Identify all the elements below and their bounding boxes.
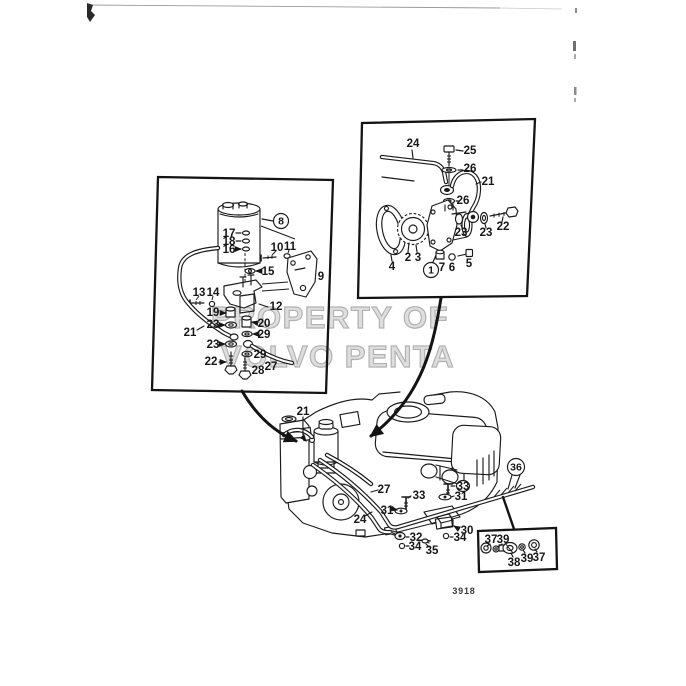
callout-33a: 33 <box>413 490 426 502</box>
callout-22: 22 <box>497 221 510 233</box>
callout-27: 27 <box>378 484 391 496</box>
callout-26a: 26 <box>464 163 477 175</box>
filter-box-border <box>150 175 335 395</box>
callout-circle-36 <box>506 457 526 477</box>
fittings-box-border <box>476 526 559 574</box>
callout-3: 3 <box>415 252 421 264</box>
callout-23a: 23 <box>207 319 220 331</box>
callout-23b: 23 <box>480 227 493 239</box>
callout-12: 12 <box>270 301 283 313</box>
ink-blot <box>87 3 95 22</box>
callout-19: 19 <box>207 307 220 319</box>
figure-number: 3918 <box>452 586 475 596</box>
pump-gear <box>396 212 430 246</box>
engine-callouts: 21 27 33 31 33 31 24 30 32 34 35 34 36 <box>297 406 526 557</box>
scan-artifacts <box>87 3 577 102</box>
callout-2: 2 <box>405 252 411 264</box>
inset-box-fittings: 37 39 38 39 37 <box>476 526 559 574</box>
callout-25: 25 <box>464 145 477 157</box>
watermark-line2: VOLVO PENTA <box>221 339 455 374</box>
callout-14: 14 <box>207 287 220 299</box>
callout-18: 18 <box>223 236 236 248</box>
callout-27: 27 <box>265 361 278 373</box>
mount-bracket <box>286 250 318 298</box>
callout-1: 1 <box>428 265 434 277</box>
intake-opening <box>386 401 430 423</box>
callout-20: 20 <box>258 318 271 330</box>
leader-fittings-box <box>501 495 516 531</box>
callout-31b: 31 <box>455 491 468 503</box>
callout-32: 32 <box>410 532 423 544</box>
callout-10: 10 <box>271 242 284 254</box>
callout-21: 21 <box>297 406 310 418</box>
leader-filter-box <box>240 389 298 443</box>
callout-4: 4 <box>389 261 396 273</box>
callout-30: 30 <box>461 525 474 537</box>
flywheel-housing <box>450 424 502 476</box>
callout-5: 5 <box>466 258 473 270</box>
callout-21: 21 <box>482 176 495 188</box>
callout-6: 6 <box>449 262 455 274</box>
engine-illustration <box>279 391 536 538</box>
callout-29b: 29 <box>254 349 267 361</box>
callout-circle-1 <box>422 261 440 279</box>
callout-7: 7 <box>439 262 445 274</box>
callout-36: 36 <box>510 462 522 474</box>
callout-38: 38 <box>508 557 521 569</box>
pump-box-border <box>356 117 537 300</box>
callout-15: 15 <box>262 266 275 278</box>
fitting-nut-right <box>528 539 540 551</box>
callout-23a: 23 <box>455 227 468 239</box>
callout-35: 35 <box>426 545 439 557</box>
callout-24: 24 <box>407 138 420 150</box>
callout-29a: 29 <box>258 329 271 341</box>
callout-16: 16 <box>223 244 236 256</box>
callout-22: 22 <box>205 356 218 368</box>
callout-17: 17 <box>223 228 236 240</box>
inset-box-pump: 24 25 26 21 26 23 23 22 4 2 3 1 7 6 5 <box>356 117 537 300</box>
flange-plate <box>223 279 263 309</box>
callout-37a: 37 <box>485 534 498 546</box>
callout-34b: 34 <box>454 532 467 544</box>
callout-24: 24 <box>354 514 367 526</box>
callout-37b: 37 <box>533 552 546 564</box>
inset-box-filter: 8 17 18 16 10 11 15 9 13 14 12 19 23 20 … <box>150 175 335 395</box>
callout-34a: 34 <box>409 541 422 553</box>
callout-28: 28 <box>252 365 265 377</box>
callout-39a: 39 <box>497 534 510 546</box>
callout-13: 13 <box>193 287 206 299</box>
leader-pump-box <box>369 296 443 438</box>
callout-23b: 23 <box>207 339 220 351</box>
callout-8: 8 <box>278 216 284 228</box>
leader-curves <box>240 296 516 531</box>
callout-9: 9 <box>318 271 324 283</box>
callout-31a: 31 <box>381 505 394 517</box>
callout-39b: 39 <box>521 553 534 565</box>
callout-33b: 33 <box>457 481 470 493</box>
callout-21: 21 <box>184 327 197 339</box>
callout-11: 11 <box>284 241 297 253</box>
callout-26b: 26 <box>457 195 470 207</box>
